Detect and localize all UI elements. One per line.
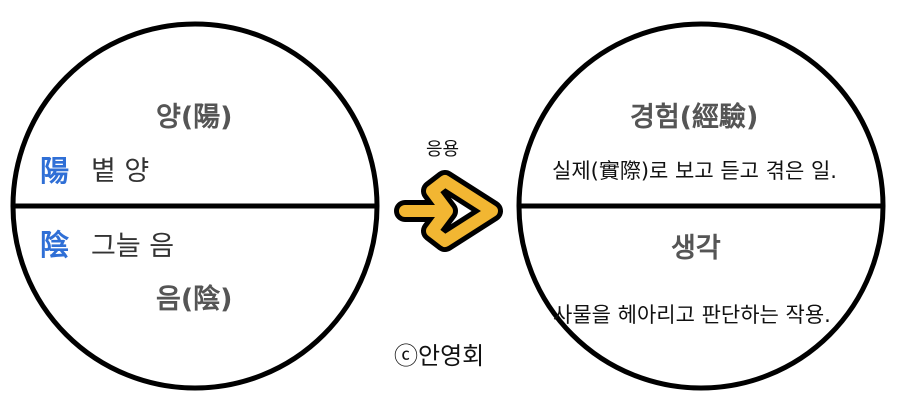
eum-gloss: 그늘 음 xyxy=(91,231,175,262)
thought-description: 사물을 헤아리고 판단하는 작용. xyxy=(553,303,831,327)
eum-hanja: 陰 xyxy=(40,228,70,262)
arrow-right-icon-fill xyxy=(399,175,498,247)
yang-gloss: 볕 양 xyxy=(91,156,150,187)
arrow-label: 응용 xyxy=(426,139,460,160)
eum-heading: 음(陰) xyxy=(156,284,233,315)
yang-hanja: 陽 xyxy=(40,154,70,188)
experience-description: 실제(實際)로 보고 듣고 겪은 일. xyxy=(552,159,837,183)
yang-heading: 양(陽) xyxy=(156,102,233,133)
author-credit: ⓒ안영회 xyxy=(394,342,485,370)
thought-heading: 생각 xyxy=(671,233,721,264)
experience-heading: 경험(經驗) xyxy=(630,102,759,133)
